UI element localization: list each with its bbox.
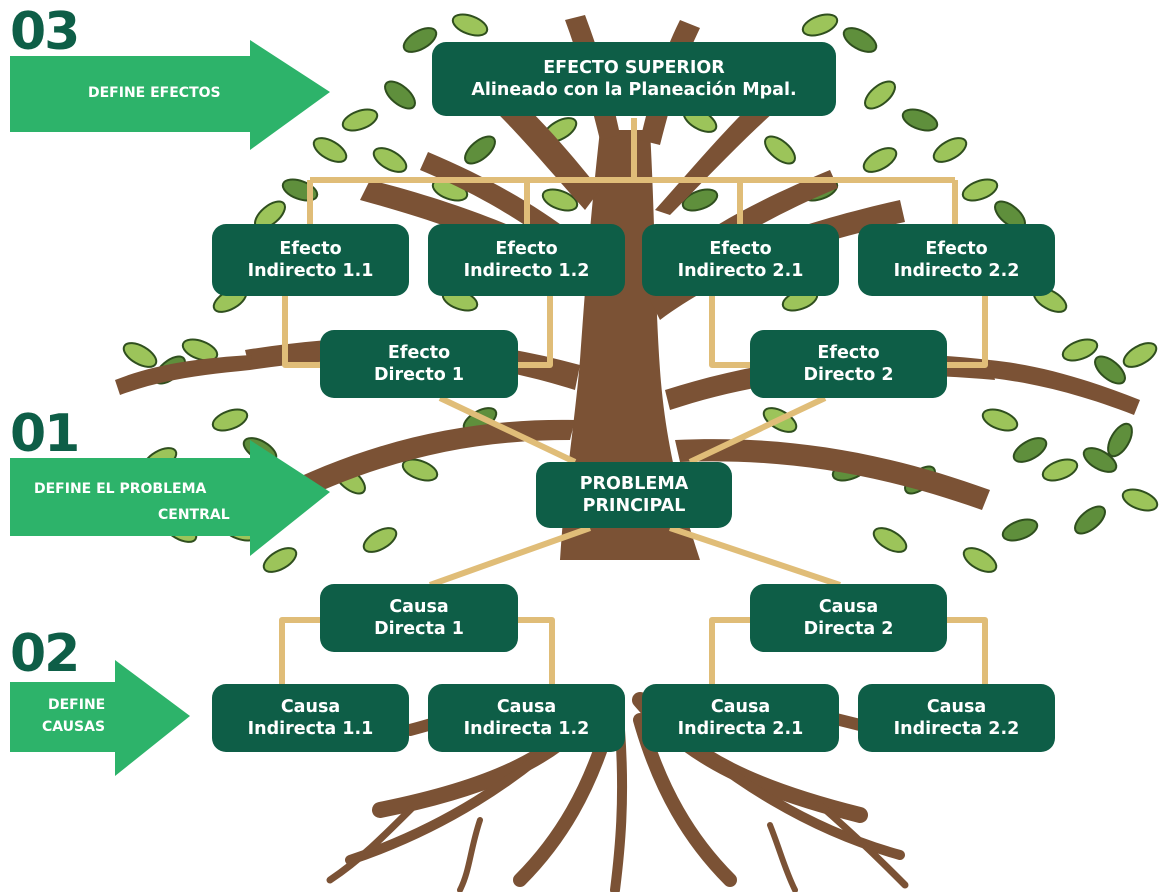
define-effects-label: DEFINE EFECTOS bbox=[88, 85, 221, 101]
leaf bbox=[901, 108, 939, 132]
direct-cause-number: Directa 2 bbox=[803, 619, 894, 639]
leaf bbox=[932, 137, 968, 163]
indirect-effect-label: Efecto bbox=[709, 239, 772, 259]
leaf bbox=[872, 527, 908, 553]
indirect-effect-2-1-box: Efecto Indirecto 2.1 bbox=[642, 224, 839, 296]
define-problem-arrow bbox=[10, 440, 330, 556]
main-problem-line2: PRINCIPAL bbox=[582, 496, 686, 516]
define-causes-arrow bbox=[10, 660, 190, 776]
leaf bbox=[961, 178, 999, 202]
indirect-effect-number: Indirecto 2.2 bbox=[893, 261, 1020, 281]
step-number-02: 02 bbox=[10, 624, 80, 684]
indirect-cause-label: Causa bbox=[710, 697, 771, 717]
indirect-cause-number: Indirecta 2.1 bbox=[677, 719, 804, 739]
direct-effect-1-box: Efecto Directo 1 bbox=[320, 330, 518, 398]
step-number-01: 01 bbox=[10, 404, 80, 464]
leaf bbox=[362, 527, 398, 553]
leaf bbox=[1001, 518, 1039, 542]
leaf bbox=[864, 80, 896, 110]
direct-effect-number: Directo 2 bbox=[803, 365, 894, 385]
top-effect-box: EFECTO SUPERIOR Alineado con la Planeaci… bbox=[432, 42, 836, 116]
leaf bbox=[372, 147, 408, 173]
indirect-effect-1-2-box: Efecto Indirecto 1.2 bbox=[428, 224, 625, 296]
leaf bbox=[1094, 355, 1126, 385]
leaf bbox=[1074, 505, 1106, 535]
leaf bbox=[1041, 458, 1079, 482]
indirect-effect-label: Efecto bbox=[495, 239, 558, 259]
leaf bbox=[862, 147, 898, 173]
indirect-effect-1-1-box: Efecto Indirecto 1.1 bbox=[212, 224, 409, 296]
step-arrows bbox=[10, 40, 330, 776]
leaf bbox=[981, 408, 1019, 432]
indirect-cause-number: Indirecta 1.2 bbox=[463, 719, 590, 739]
top-effect-title: EFECTO SUPERIOR bbox=[543, 58, 725, 78]
define-problem-label-line1: DEFINE EL PROBLEMA bbox=[34, 481, 207, 497]
leaf bbox=[1122, 342, 1158, 368]
leaf bbox=[181, 338, 219, 362]
indirect-cause-number: Indirecta 2.2 bbox=[893, 719, 1020, 739]
tree-connectors bbox=[279, 118, 988, 685]
direct-effect-number: Directo 1 bbox=[373, 365, 465, 385]
leaf bbox=[1121, 488, 1159, 512]
leaf bbox=[211, 408, 249, 432]
leaf bbox=[541, 188, 579, 212]
define-causes-label-line2: CAUSAS bbox=[42, 719, 106, 735]
indirect-cause-1-1-box: Causa Indirecta 1.1 bbox=[212, 684, 409, 752]
indirect-effect-label: Efecto bbox=[279, 239, 342, 259]
indirect-effect-number: Indirecto 1.2 bbox=[463, 261, 590, 281]
leaf bbox=[122, 342, 158, 368]
leaf bbox=[1082, 447, 1118, 473]
indirect-cause-2-2-box: Causa Indirecta 2.2 bbox=[858, 684, 1055, 752]
indirect-effect-2-2-box: Efecto Indirecto 2.2 bbox=[858, 224, 1055, 296]
leaf bbox=[764, 135, 796, 165]
define-causes-label-line1: DEFINE bbox=[48, 697, 106, 713]
main-problem-box: PROBLEMA PRINCIPAL bbox=[536, 462, 732, 528]
direct-cause-2-box: Causa Directa 2 bbox=[750, 584, 947, 652]
leaf bbox=[1061, 338, 1099, 362]
define-problem-label-line2: CENTRAL bbox=[158, 507, 230, 523]
leaf bbox=[341, 108, 379, 132]
leaf bbox=[262, 547, 298, 573]
direct-cause-number: Directa 1 bbox=[374, 619, 464, 639]
leaf bbox=[402, 27, 438, 53]
leaf bbox=[451, 13, 489, 37]
leaf bbox=[962, 547, 998, 573]
leaf bbox=[312, 137, 348, 163]
indirect-effect-label: Efecto bbox=[925, 239, 988, 259]
define-effects-arrow bbox=[10, 40, 330, 150]
direct-cause-label: Causa bbox=[818, 597, 879, 617]
direct-effect-label: Efecto bbox=[387, 343, 451, 363]
leaf bbox=[1012, 437, 1048, 463]
direct-cause-1-box: Causa Directa 1 bbox=[320, 584, 518, 652]
indirect-cause-2-1-box: Causa Indirecta 2.1 bbox=[642, 684, 839, 752]
main-problem-line1: PROBLEMA bbox=[579, 474, 689, 494]
leaf bbox=[464, 135, 496, 165]
step-number-03: 03 bbox=[10, 2, 80, 62]
leaf bbox=[681, 188, 719, 212]
leaf bbox=[801, 13, 839, 37]
direct-effect-2-box: Efecto Directo 2 bbox=[750, 330, 947, 398]
indirect-cause-label: Causa bbox=[280, 697, 341, 717]
leaf bbox=[1107, 422, 1133, 458]
leaf bbox=[842, 27, 878, 53]
leaf bbox=[384, 80, 416, 110]
indirect-cause-1-2-box: Causa Indirecta 1.2 bbox=[428, 684, 625, 752]
leaf bbox=[401, 458, 439, 482]
indirect-cause-label: Causa bbox=[496, 697, 557, 717]
direct-cause-label: Causa bbox=[389, 597, 449, 617]
indirect-cause-label: Causa bbox=[926, 697, 987, 717]
indirect-effect-number: Indirecto 2.1 bbox=[677, 261, 804, 281]
top-effect-subtitle: Alineado con la Planeación Mpal. bbox=[471, 80, 797, 100]
indirect-cause-number: Indirecta 1.1 bbox=[247, 719, 374, 739]
direct-effect-label: Efecto bbox=[817, 343, 880, 363]
indirect-effect-number: Indirecto 1.1 bbox=[247, 261, 374, 281]
